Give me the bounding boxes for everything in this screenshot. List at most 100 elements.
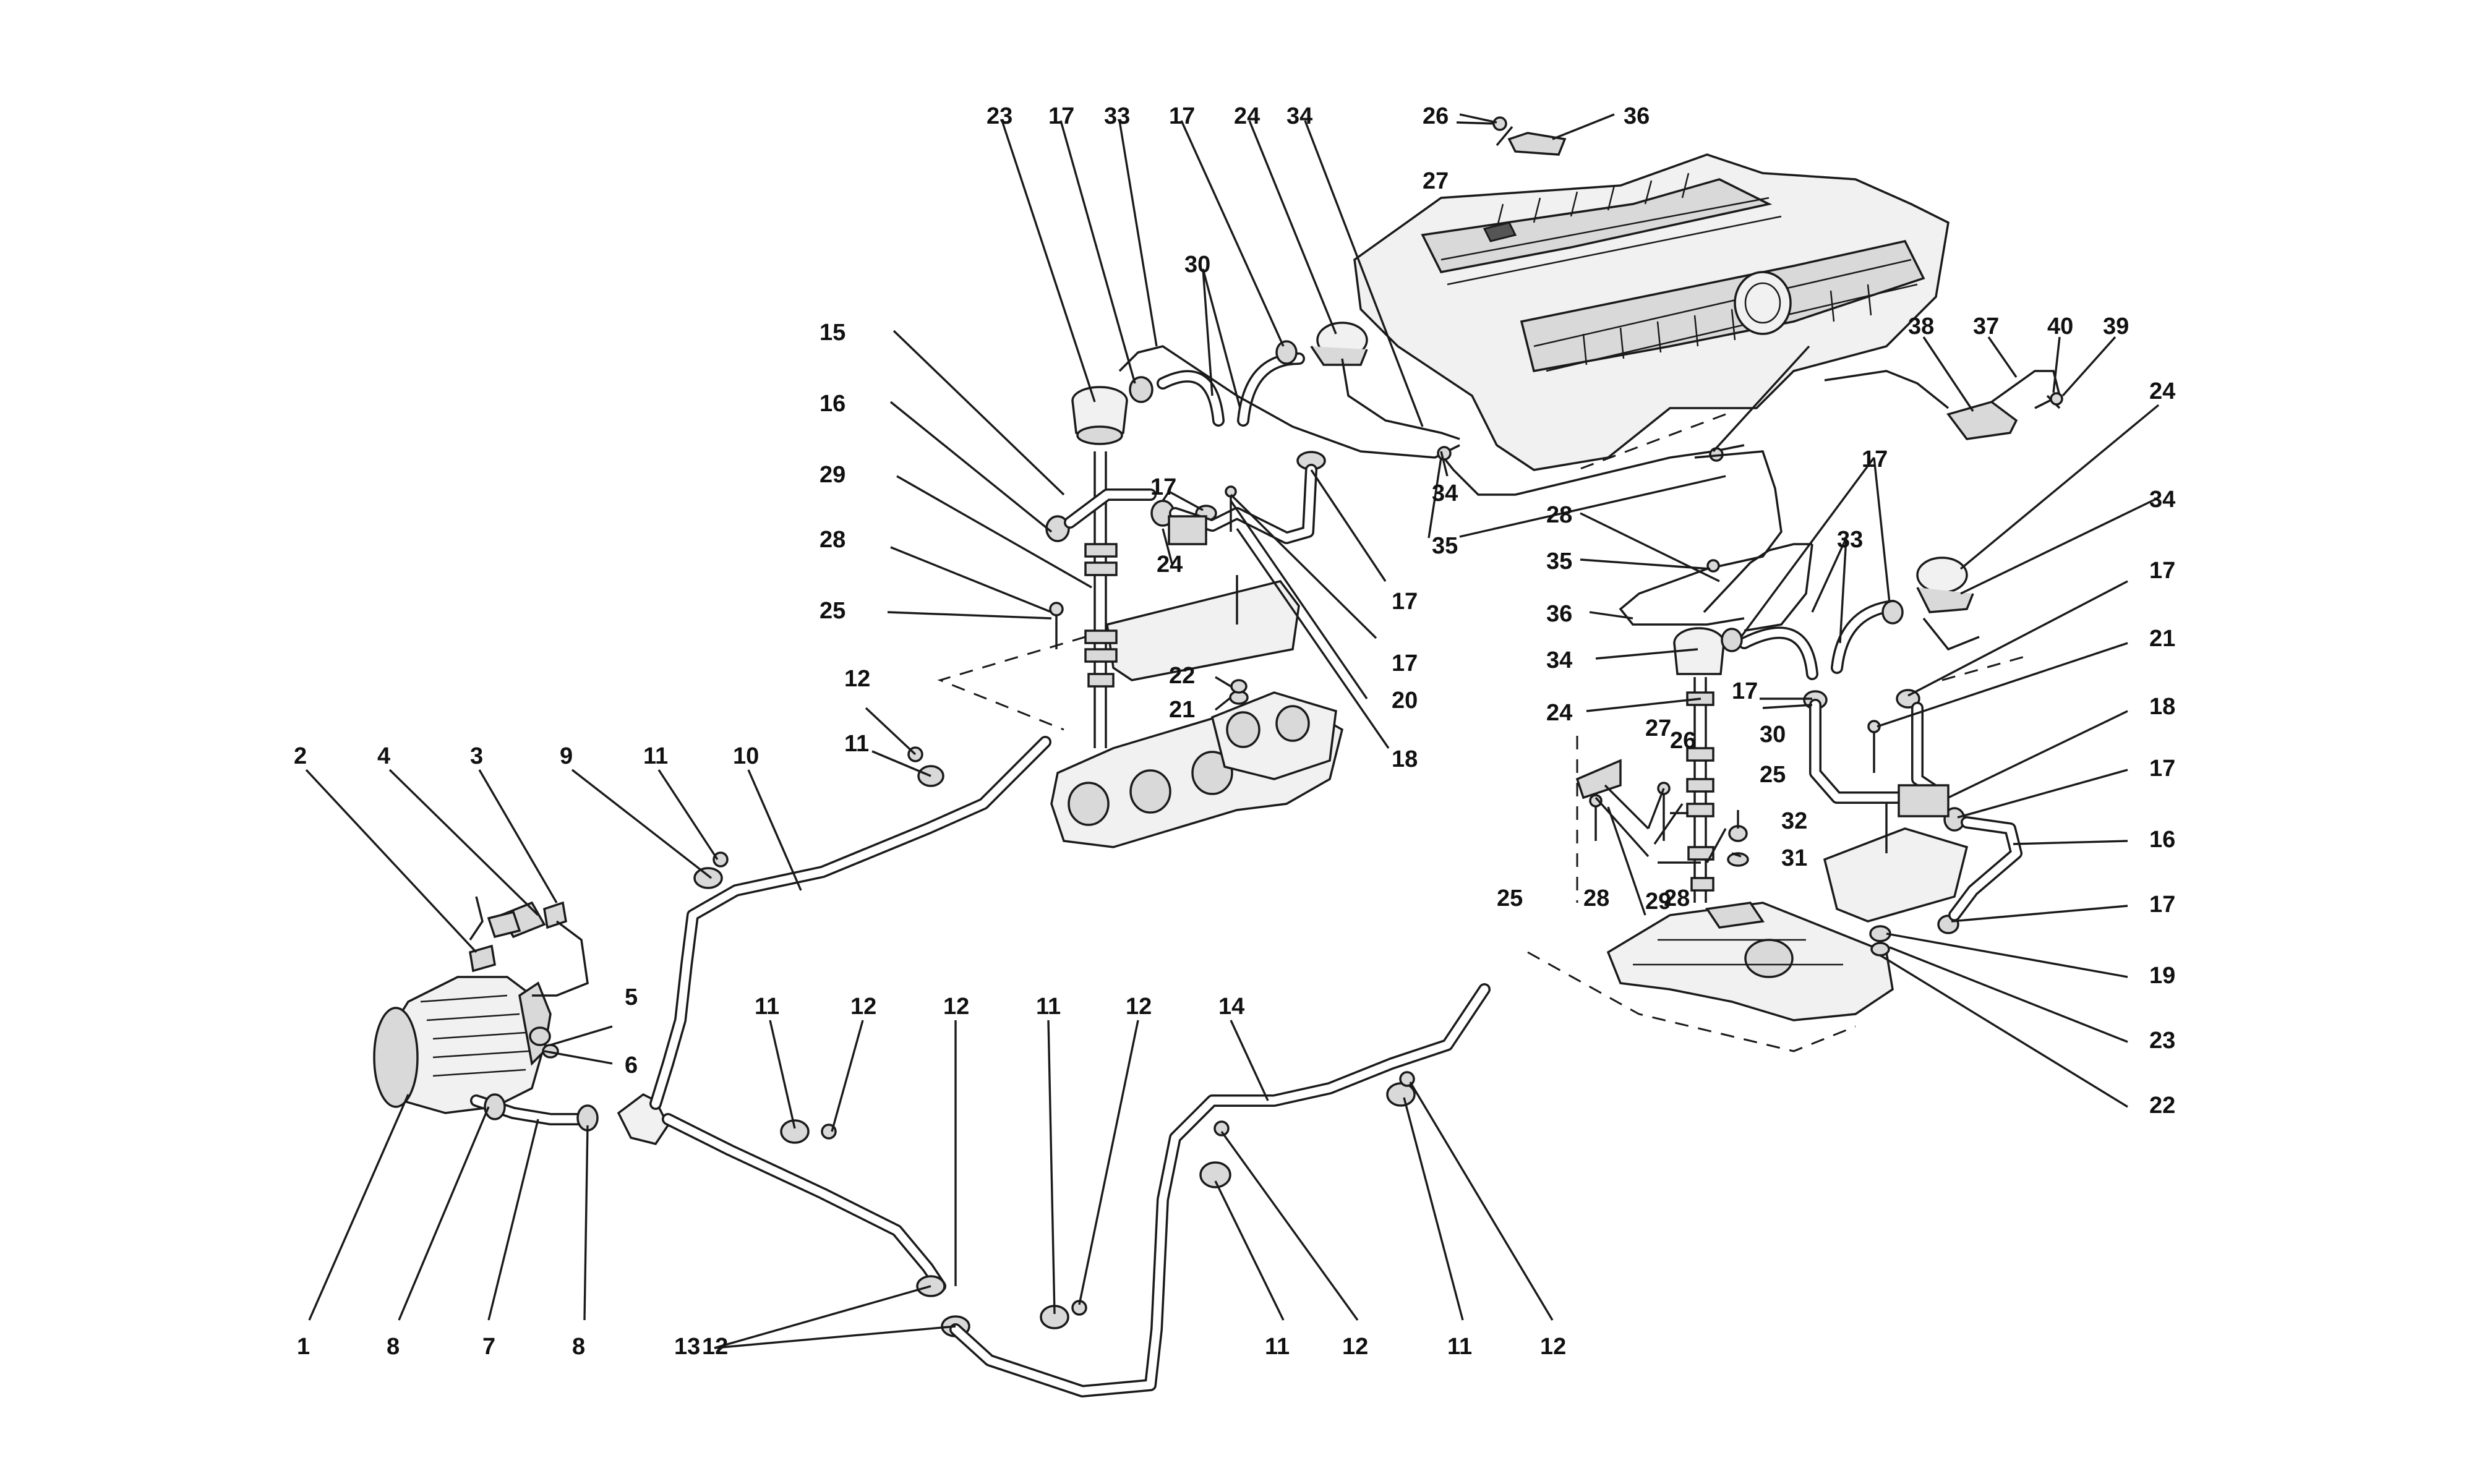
callout-label: 9: [560, 743, 573, 769]
callout-label: 17: [1048, 103, 1074, 129]
callout-label: 33: [1837, 527, 1863, 553]
callout-label: 2: [294, 743, 307, 769]
callout-label: 17: [1169, 103, 1195, 129]
callout-label: 12: [943, 994, 969, 1020]
callout-label: 34: [1546, 647, 1572, 673]
callout-label: 17: [1862, 446, 1888, 472]
callout-label: 28: [820, 527, 845, 553]
callout-label: 34: [1432, 480, 1458, 506]
callout-label: 15: [820, 320, 845, 346]
callout-label: 11: [1036, 994, 1061, 1020]
callout-label: 11: [1265, 1334, 1290, 1360]
callout-label: 8: [387, 1334, 400, 1360]
callout-label: 17: [1392, 650, 1418, 676]
callout-label: 28: [1546, 502, 1572, 528]
callout-label: 38: [1908, 313, 1934, 339]
callout-label: 10: [733, 743, 759, 769]
callout-label: 17: [2149, 892, 2175, 918]
solenoid-valve-37-38: [1824, 370, 2063, 440]
callout-label: 26: [1670, 728, 1696, 754]
callout-label: 11: [844, 731, 869, 757]
callout-label: 23: [2149, 1028, 2175, 1054]
callout-label: 1: [297, 1334, 310, 1360]
callout-label: 12: [1126, 994, 1152, 1020]
pump-wiring: [469, 896, 589, 997]
callout-label: 24: [1157, 552, 1183, 578]
callout-label: 34: [1286, 103, 1312, 129]
air-pipe-15: [949, 983, 1491, 1397]
callout-label: 26: [1423, 103, 1449, 129]
callout-label: 34: [2149, 487, 2175, 513]
callout-label: 25: [1760, 762, 1786, 788]
leader-lines: [305, 113, 2160, 1349]
callout-label: 21: [2149, 626, 2175, 652]
callout-label: 12: [702, 1334, 728, 1360]
callout-label: 22: [2149, 1093, 2175, 1119]
callout-label: 20: [1392, 688, 1418, 714]
callout-label: 17: [2149, 558, 2175, 584]
callout-label: 17: [1150, 474, 1176, 500]
secondary-air-pump: [373, 976, 559, 1114]
reference-dashed-lines: [937, 413, 2029, 1052]
pump-outlet-hose: [470, 1093, 670, 1145]
callout-label: 8: [572, 1334, 585, 1360]
callout-label: 24: [1546, 700, 1572, 726]
right-exhaust-manifold: [1606, 902, 1894, 1021]
air-line-34-right: [1619, 450, 1980, 651]
engine-cylinder-heads: [1353, 153, 1950, 471]
left-air-valve-assembly: [1045, 322, 1368, 748]
callout-label: 28: [1583, 885, 1609, 911]
sensor-bracket: [1456, 116, 1567, 156]
callout-label: 12: [1342, 1334, 1368, 1360]
callout-label: 11: [643, 743, 668, 769]
callout-label: 16: [820, 391, 845, 417]
left-exhaust-manifold: [1050, 691, 1344, 848]
right-bracket-plate: [1823, 791, 1969, 957]
callout-label: 25: [820, 598, 845, 624]
callout-label: 33: [1104, 103, 1130, 129]
callout-labels: 1 2 3 4 5 6 7 8 8 9 10 11 11 11 11 11 11…: [294, 103, 2175, 1360]
callout-label: 17: [2149, 756, 2175, 782]
air-pipe-13: [662, 1113, 970, 1337]
callout-label: 36: [1624, 103, 1650, 129]
callout-label: 29: [1645, 889, 1671, 915]
callout-label: 11: [755, 994, 779, 1020]
callout-label: 16: [2149, 827, 2175, 853]
callout-label: 24: [2149, 378, 2175, 404]
callout-label: 19: [2149, 963, 2175, 989]
callout-label: 27: [1423, 168, 1449, 194]
callout-label: 4: [377, 743, 390, 769]
callout-label: 31: [1781, 845, 1807, 871]
callout-label: 32: [1781, 808, 1807, 834]
callout-label: 17: [1392, 589, 1418, 615]
callout-label: 23: [987, 103, 1012, 129]
callout-label: 12: [850, 994, 876, 1020]
callout-label: 35: [1546, 548, 1572, 574]
pipe-clamps: [693, 746, 1416, 1329]
callout-label: 37: [1973, 313, 1999, 339]
callout-label: 40: [2047, 313, 2073, 339]
callout-label: 30: [1760, 722, 1786, 748]
callout-label: 7: [482, 1334, 495, 1360]
callout-label: 17: [1732, 678, 1758, 704]
callout-label: 14: [1218, 994, 1244, 1020]
callout-label: 12: [844, 666, 870, 692]
left-bracket-plate: [1106, 575, 1300, 681]
callout-label: 25: [1497, 885, 1523, 911]
callout-label: 35: [1432, 533, 1458, 559]
callout-label: 21: [1169, 697, 1195, 723]
callout-label: 30: [1184, 252, 1210, 278]
callout-label: 12: [1540, 1334, 1566, 1360]
callout-label: 22: [1169, 663, 1195, 689]
callout-label: 11: [1447, 1334, 1472, 1360]
callout-label: 13: [674, 1334, 700, 1360]
callout-label: 5: [625, 984, 638, 1010]
callout-label: 28: [1664, 885, 1690, 911]
callout-label: 36: [1546, 601, 1572, 627]
callout-label: 24: [1234, 103, 1260, 129]
callout-label: 27: [1645, 715, 1671, 741]
callout-label: 18: [2149, 694, 2175, 720]
callout-label: 18: [1392, 746, 1418, 772]
air-pipe-10: [649, 736, 1051, 1110]
callout-label: 39: [2103, 313, 2129, 339]
